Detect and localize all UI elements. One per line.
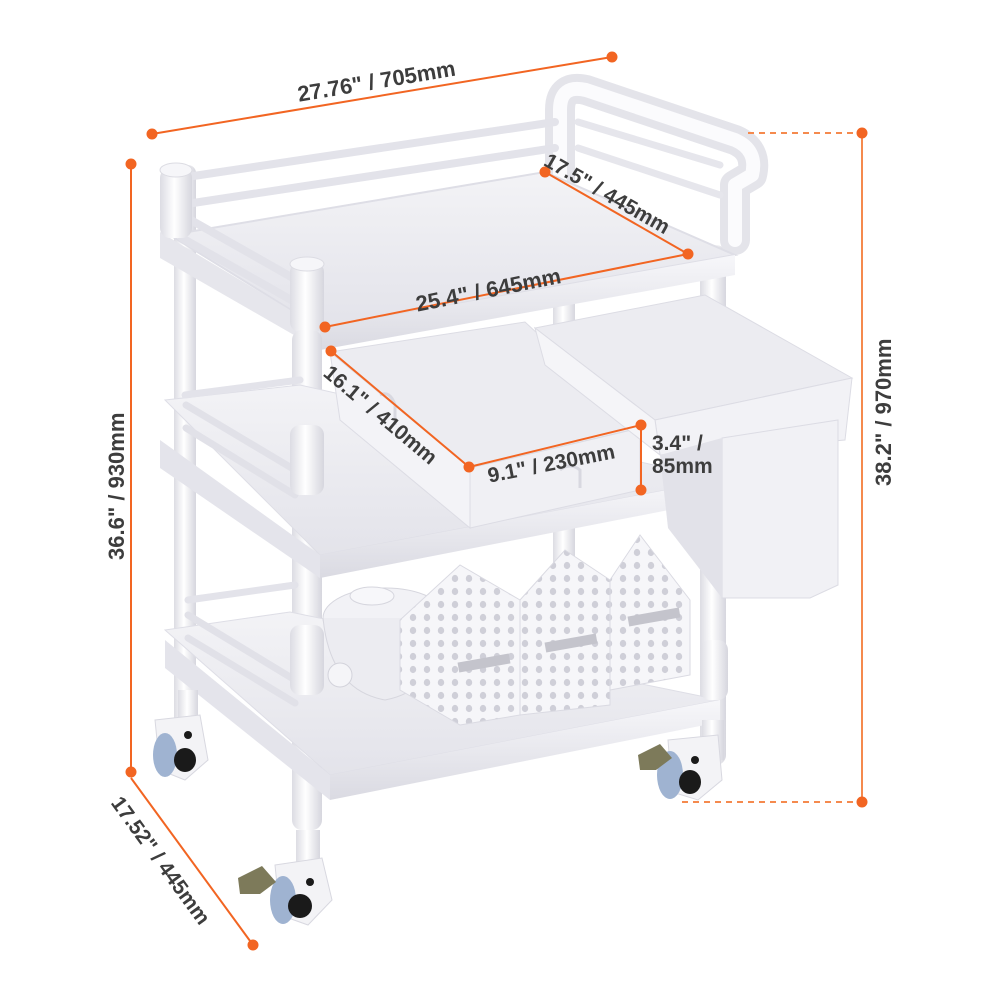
casters	[153, 690, 724, 926]
side-bin	[660, 419, 839, 599]
overall-height-label: 38.2" / 970mm	[871, 338, 896, 486]
shelf-height-label: 36.6" / 930mm	[104, 412, 129, 560]
dimension-lines	[125, 51, 868, 951]
storage-baskets	[399, 534, 691, 726]
drawer-height-inches: 3.4" /	[652, 432, 703, 455]
drawer-height-mm: 85mm	[652, 455, 713, 479]
right-drawer	[533, 294, 854, 457]
drawer-height-label: 3.4" / 85mm	[652, 432, 713, 478]
top-shelf	[159, 118, 739, 350]
brake-pedal-icon	[238, 866, 276, 894]
push-handle	[545, 74, 769, 255]
